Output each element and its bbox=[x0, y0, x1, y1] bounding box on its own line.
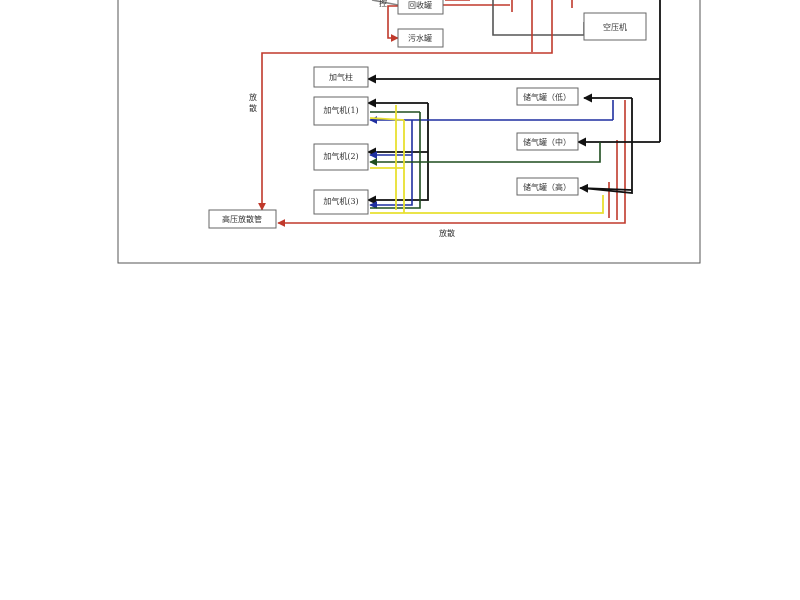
low-pressure-lines bbox=[369, 100, 614, 209]
vent-left-char: 散 bbox=[249, 103, 257, 113]
vent-bottom-label: 放散 bbox=[439, 228, 455, 238]
diagram-frame bbox=[117, 0, 701, 264]
storage-high-box: 储气罐（高） bbox=[516, 177, 579, 196]
air-compressor-label: 空压机 bbox=[603, 22, 627, 32]
top-fragment-label: 控 bbox=[379, 0, 387, 8]
compressor-3-box: 加气机(3) bbox=[313, 189, 369, 215]
sewage-tank-label: 污水罐 bbox=[408, 33, 432, 43]
storage-mid-box: 储气罐（中） bbox=[516, 132, 579, 151]
gas-filling-column-label: 加气柱 bbox=[329, 72, 353, 82]
vent-left-char: 放 bbox=[249, 92, 257, 102]
control-lines bbox=[367, 0, 661, 205]
recovery-tank-label: 回收罐 bbox=[408, 0, 432, 10]
air-compressor-box: 空压机 bbox=[583, 12, 647, 41]
compressor-3-label: 加气机(3) bbox=[323, 196, 358, 206]
compressor-2-box: 加气机(2) bbox=[313, 143, 369, 171]
hp-vent-pipe-label: 高压放散管 bbox=[222, 214, 262, 224]
gas-filling-column-box: 加气柱 bbox=[313, 66, 369, 88]
compressor-2-label: 加气机(2) bbox=[323, 151, 358, 161]
storage-low-box: 储气罐（低） bbox=[516, 87, 579, 106]
storage-mid-label: 储气罐（中） bbox=[523, 137, 571, 147]
vent-lines bbox=[258, 50, 626, 227]
vent-left-label: 放散 bbox=[249, 92, 257, 113]
mid-pressure-lines bbox=[369, 111, 601, 209]
storage-high-label: 储气罐（高） bbox=[523, 182, 571, 192]
compressor-1-label: 加气机(1) bbox=[323, 105, 358, 115]
sewage-tank-box: 污水罐 bbox=[397, 28, 444, 48]
hp-vent-pipe-box: 高压放散管 bbox=[208, 209, 277, 229]
compressor-1-box: 加气机(1) bbox=[313, 96, 369, 126]
storage-low-label: 储气罐（低） bbox=[523, 92, 571, 102]
recovery-tank-box: 回收罐 bbox=[397, 0, 444, 15]
high-pressure-lines bbox=[369, 105, 604, 214]
